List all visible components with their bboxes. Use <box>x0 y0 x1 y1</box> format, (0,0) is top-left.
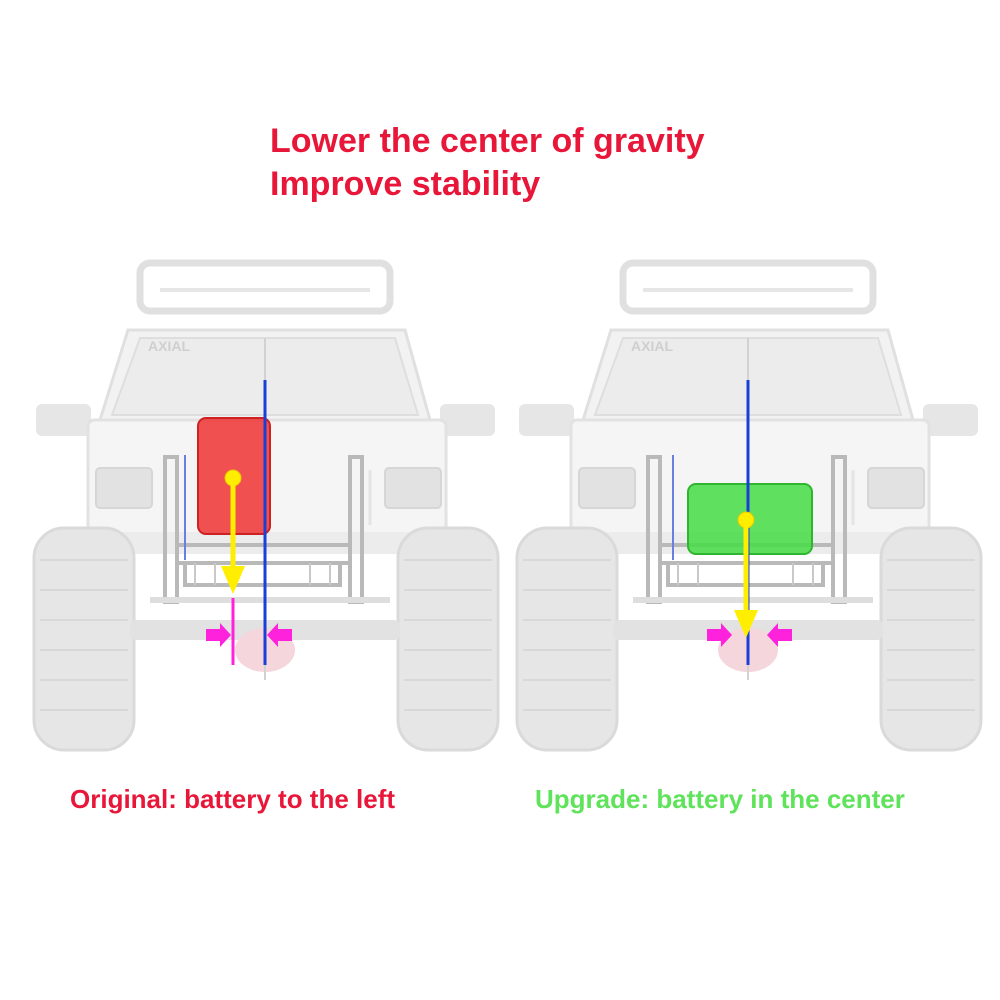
offset-arrow-icon <box>206 623 292 647</box>
offset-arrow-icon <box>707 623 792 647</box>
gravity-arrow-icon <box>221 469 245 594</box>
upgrade-caption: Upgrade: battery in the center <box>535 784 905 814</box>
gravity-arrow-icon <box>734 511 758 638</box>
axial-logo-right: AXIAL <box>631 338 673 354</box>
original-caption: Original: battery to the left <box>70 784 396 814</box>
headline: Lower the center of gravity Improve stab… <box>270 120 705 206</box>
headline-line-1: Lower the center of gravity <box>270 122 705 160</box>
headline-line-2: Improve stability <box>270 165 541 203</box>
axial-logo-left: AXIAL <box>148 338 190 354</box>
original-panel: AXIAL <box>34 263 498 750</box>
upgrade-panel: AXIAL <box>517 263 981 750</box>
